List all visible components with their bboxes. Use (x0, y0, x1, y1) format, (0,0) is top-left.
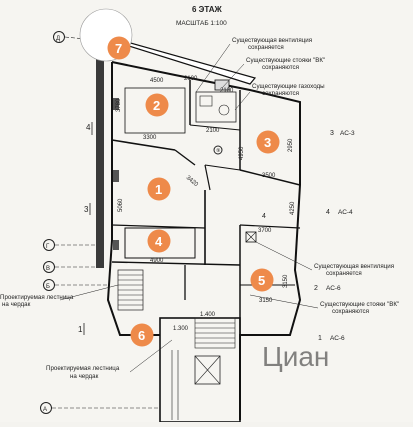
svg-text:АС-3: АС-3 (340, 130, 355, 137)
svg-text:4: 4 (262, 213, 266, 220)
svg-text:3150: 3150 (283, 274, 289, 288)
svg-text:сохраняется: сохраняется (248, 44, 284, 51)
svg-text:⑨: ⑨ (216, 148, 221, 154)
svg-text:3420: 3420 (185, 175, 200, 189)
svg-text:Проектируемая лестница: Проектируемая лестница (46, 365, 120, 372)
svg-text:сохраняются: сохраняются (262, 64, 299, 71)
svg-text:Существующая вентиляция: Существующая вентиляция (232, 37, 312, 44)
scale-label: МАСШТАБ 1:100 (176, 20, 227, 27)
dimensions: 4500 3300 2100 2100 3500 2950 4250 3700 … (116, 76, 296, 332)
svg-text:АС-6: АС-6 (330, 335, 345, 342)
room-badge-5: 5 (250, 268, 274, 292)
svg-text:4500: 4500 (150, 78, 164, 84)
svg-text:1: 1 (318, 335, 322, 342)
svg-text:Б: Б (46, 284, 50, 290)
svg-text:АС-6: АС-6 (326, 285, 341, 292)
svg-text:6: 6 (138, 328, 145, 343)
svg-text:2: 2 (314, 285, 318, 292)
svg-text:5060: 5060 (118, 198, 124, 212)
axis-g: Г (43, 239, 95, 251)
svg-text:4: 4 (155, 234, 163, 249)
svg-text:сохраняются: сохраняются (262, 90, 299, 97)
svg-text:Существующие стояки "ВК": Существующие стояки "ВК" (246, 57, 325, 64)
axis-v: В (43, 261, 100, 273)
svg-text:В: В (46, 266, 50, 272)
svg-text:Г: Г (46, 244, 50, 250)
svg-text:на чердак: на чердак (2, 301, 31, 308)
svg-text:Проектируемая лестница: Проектируемая лестница (0, 294, 74, 301)
svg-text:А: А (43, 407, 47, 413)
room-badge-4: 4 (147, 229, 171, 253)
svg-text:2950: 2950 (288, 138, 294, 152)
svg-text:2: 2 (153, 98, 160, 113)
ac-markers: 3 АС-3 4 АС-4 2 АС-6 1 АС-6 (314, 130, 355, 342)
svg-text:2100: 2100 (220, 88, 234, 94)
axis-b: Б (43, 279, 110, 291)
svg-text:3700: 3700 (258, 228, 272, 234)
svg-text:1.300: 1.300 (173, 326, 189, 332)
svg-text:3780: 3780 (116, 98, 122, 112)
svg-text:Существующие газоходы: Существующие газоходы (252, 83, 325, 90)
svg-text:АС-4: АС-4 (338, 209, 353, 216)
svg-text:7: 7 (115, 41, 122, 56)
room-badge-6: 6 (130, 323, 154, 347)
svg-text:3: 3 (330, 130, 334, 137)
annotations: Существующая вентиляция сохраняется Суще… (0, 37, 399, 380)
svg-text:3150: 3150 (259, 298, 273, 304)
svg-text:Существующая вентиляция: Существующая вентиляция (314, 263, 394, 270)
staircase-left (117, 269, 144, 311)
svg-text:1.400: 1.400 (200, 312, 216, 318)
svg-text:Д: Д (56, 36, 60, 42)
room-badge-2: 2 (145, 93, 169, 117)
axis-3-left: 3 (84, 205, 89, 214)
svg-text:4250: 4250 (290, 201, 296, 215)
svg-text:на чердак: на чердак (70, 373, 99, 380)
room-badge-1: 1 (147, 177, 171, 201)
svg-text:4900: 4900 (150, 258, 164, 264)
svg-text:2100: 2100 (184, 76, 198, 82)
svg-text:4: 4 (326, 209, 330, 216)
room-badge-7: 7 (79, 8, 133, 62)
axis-a: А (40, 402, 160, 414)
axis-4-left: 4 (86, 123, 91, 132)
floor-title: 6 ЭТАЖ (192, 5, 223, 14)
svg-text:5: 5 (258, 273, 265, 288)
svg-text:Существующие стояки "ВК": Существующие стояки "ВК" (320, 301, 399, 308)
svg-text:1: 1 (155, 182, 162, 197)
svg-text:4950: 4950 (239, 146, 245, 160)
svg-text:2100: 2100 (206, 128, 220, 134)
watermark: Циан (262, 341, 329, 372)
axis-1-left: 1 (78, 325, 83, 334)
svg-text:3500: 3500 (262, 173, 276, 179)
staircase-bottom (159, 317, 241, 423)
svg-text:сохраняется: сохраняется (326, 270, 362, 277)
svg-text:сохраняются: сохраняются (332, 308, 369, 315)
svg-text:3: 3 (264, 135, 271, 150)
svg-text:3300: 3300 (143, 135, 157, 141)
room-markers: ⑨ 4 (213, 145, 266, 220)
room-badge-3: 3 (256, 130, 280, 154)
